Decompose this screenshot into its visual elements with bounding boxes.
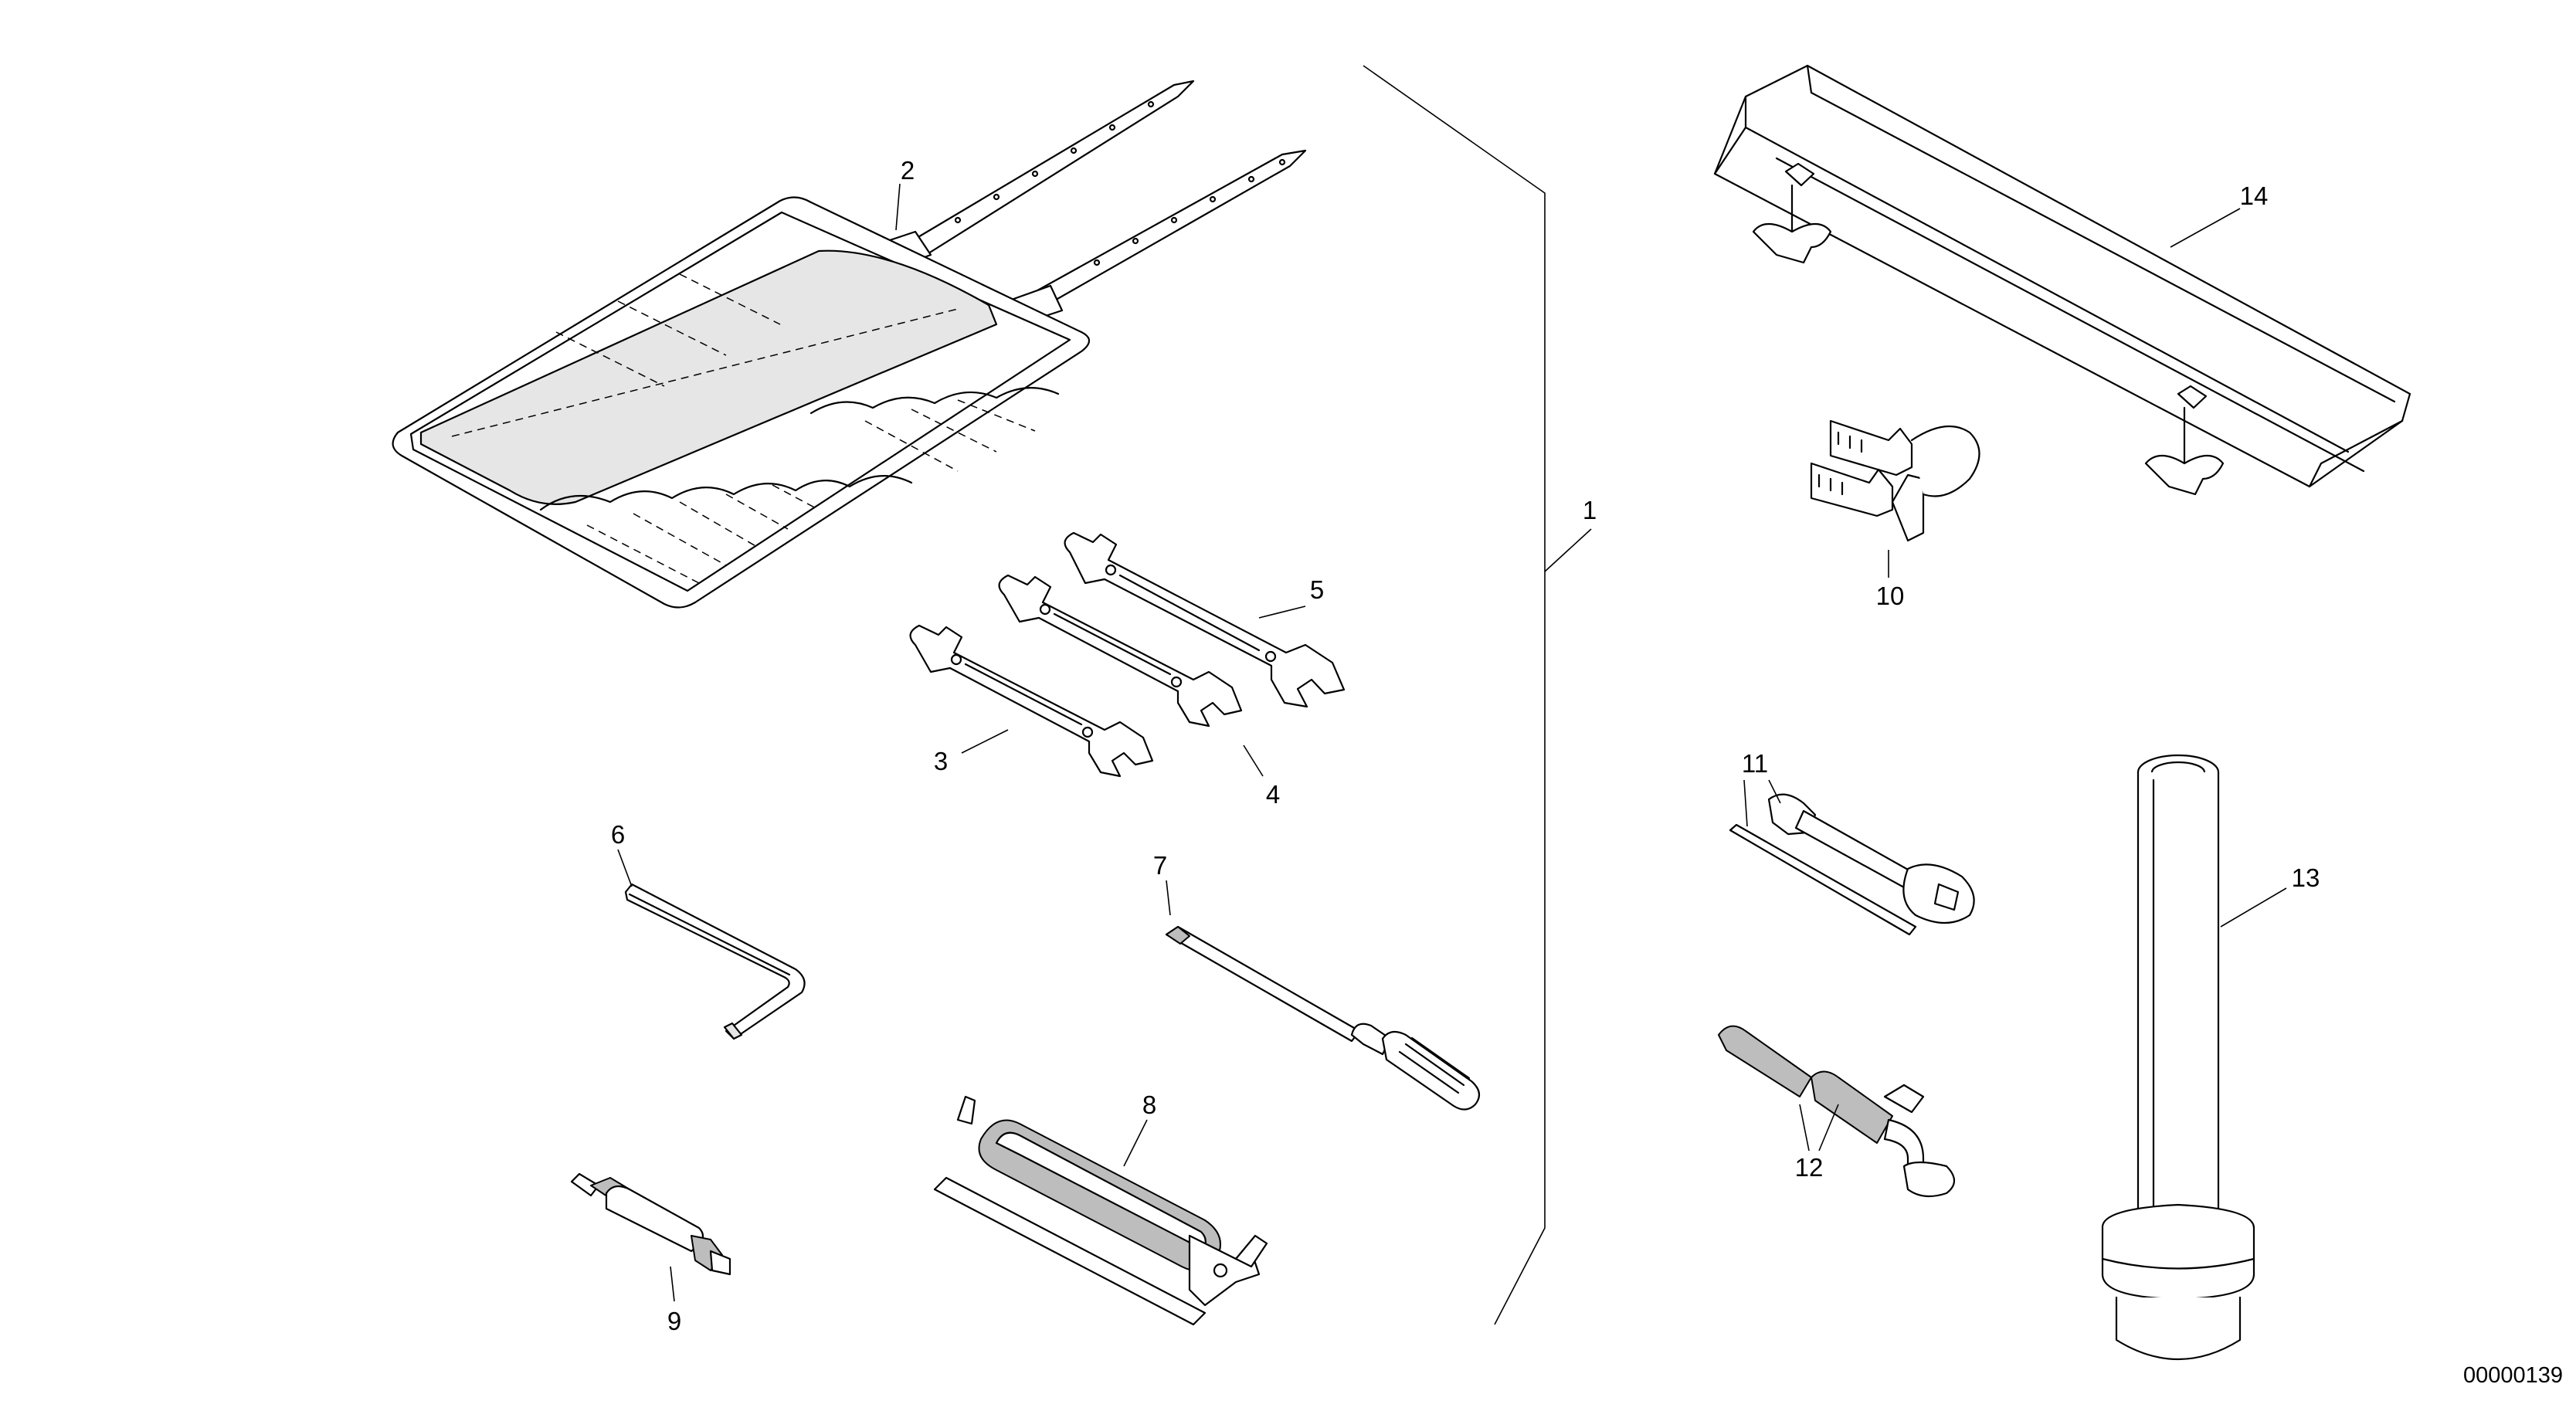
socket-wrench: [1729, 793, 1975, 936]
callout-1: 1: [1583, 496, 1597, 524]
grease-hose: [1718, 1025, 1956, 1198]
callout-2: 2: [901, 156, 915, 185]
callout-12: 12: [1795, 1153, 1824, 1182]
tool-roll-bag: [392, 80, 1307, 609]
wrench-5: [1064, 531, 1346, 708]
grease-tip: [570, 1172, 731, 1276]
callout-6: 6: [611, 820, 625, 849]
callout-5: 5: [1310, 575, 1324, 604]
callout-8: 8: [1142, 1090, 1156, 1119]
callout-3: 3: [934, 747, 948, 775]
callout-11: 11: [1742, 749, 1768, 778]
keys: [1810, 419, 1980, 542]
tube-bar: [2101, 754, 2255, 1361]
document-number: 00000139: [2463, 1363, 2563, 1388]
callout-13: 13: [2292, 863, 2320, 892]
wrench-3: [909, 624, 1154, 778]
grease-gun: [933, 1095, 1268, 1326]
wrench-4: [998, 574, 1243, 728]
mounting-bracket: [1713, 64, 2411, 496]
callout-10: 10: [1876, 582, 1905, 610]
callout-labels: 1 2 3 4 5 6 7 8 9 10 11 12 13 14: [611, 156, 2320, 1335]
hex-key: [624, 883, 806, 1040]
leader-lines: [617, 183, 2287, 1302]
callout-9: 9: [667, 1307, 681, 1335]
group-bracket-1: [1363, 65, 1546, 1325]
callout-14: 14: [2240, 181, 2269, 210]
callout-7: 7: [1153, 851, 1167, 880]
callout-4: 4: [1266, 780, 1280, 809]
screwdriver: [1165, 925, 1481, 1111]
